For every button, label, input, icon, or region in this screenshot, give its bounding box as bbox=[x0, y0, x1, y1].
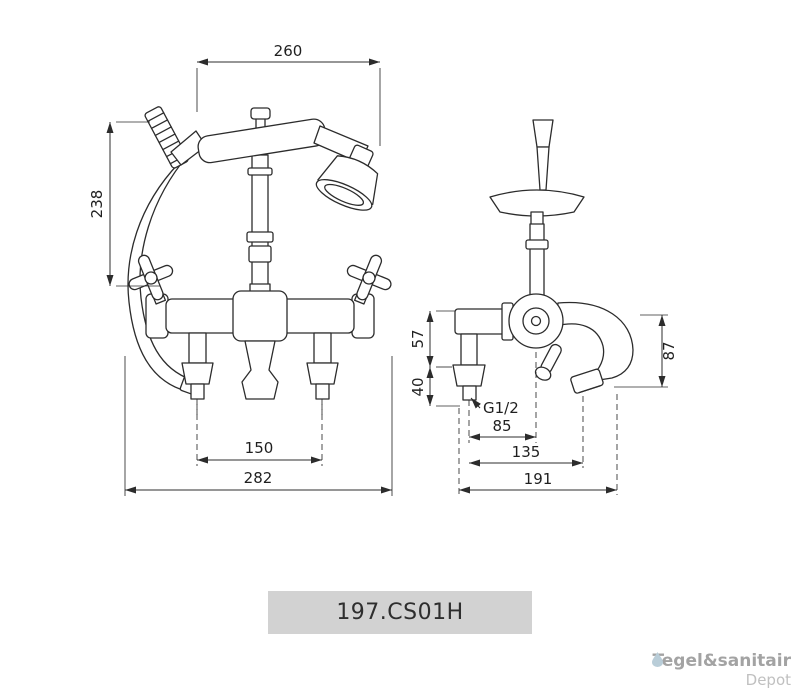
spout-front bbox=[241, 340, 279, 400]
dim-center-to-outlet: 135 bbox=[469, 396, 584, 468]
watermark: Tegel&sanitair Depot bbox=[652, 652, 791, 689]
dim-label-g12: G1/2 bbox=[483, 399, 519, 417]
dim-label-191: 191 bbox=[524, 470, 553, 488]
dim-label-87: 87 bbox=[660, 341, 678, 360]
shank-side bbox=[452, 333, 486, 418]
dim-spout-drop: 87 bbox=[614, 314, 678, 388]
riser-column-side bbox=[525, 223, 549, 307]
dim-overall-depth: 191 bbox=[458, 394, 618, 495]
shank-right bbox=[306, 332, 339, 418]
dim-side-height: 238 bbox=[88, 121, 160, 287]
dim-label-238: 238 bbox=[88, 190, 106, 219]
cross-handle-left bbox=[128, 254, 174, 305]
cross-handle-right bbox=[346, 254, 392, 305]
front-view: 260 238 150 282 bbox=[88, 42, 393, 496]
side-view: 57 40 G1/2 85 135 bbox=[409, 119, 678, 495]
handshower-side bbox=[489, 119, 585, 227]
dim-label-85: 85 bbox=[492, 417, 511, 435]
dim-label-282: 282 bbox=[244, 469, 273, 487]
dim-top-width: 260 bbox=[196, 42, 381, 146]
dim-label-150: 150 bbox=[245, 439, 274, 457]
dim-shank-length: 40 bbox=[409, 367, 460, 407]
shank-left bbox=[181, 332, 214, 418]
hose-connector bbox=[170, 130, 207, 166]
product-code: 197.CS01H bbox=[336, 600, 464, 625]
dim-label-135: 135 bbox=[512, 443, 541, 461]
droplet-icon bbox=[652, 652, 664, 668]
watermark-brand: Tegel&sanitair bbox=[652, 651, 791, 672]
dim-label-57: 57 bbox=[409, 329, 427, 348]
dim-label-260: 260 bbox=[274, 42, 303, 60]
dim-outlet-spacing: 150 bbox=[196, 404, 323, 466]
valve-body-side bbox=[508, 293, 564, 349]
diverter-lever bbox=[534, 343, 562, 381]
dim-thread-size: G1/2 bbox=[470, 397, 519, 417]
dim-inlet-height: 57 bbox=[409, 310, 455, 368]
spout-side bbox=[555, 301, 634, 394]
faucet-body bbox=[145, 283, 375, 342]
dim-label-40: 40 bbox=[409, 377, 427, 396]
dim-center-to-shank: 85 bbox=[468, 352, 537, 443]
watermark-sub: Depot bbox=[745, 670, 791, 689]
product-code-box: 197.CS01H bbox=[268, 591, 532, 634]
shower-head bbox=[315, 144, 379, 211]
dim-overall-width: 282 bbox=[124, 356, 393, 496]
